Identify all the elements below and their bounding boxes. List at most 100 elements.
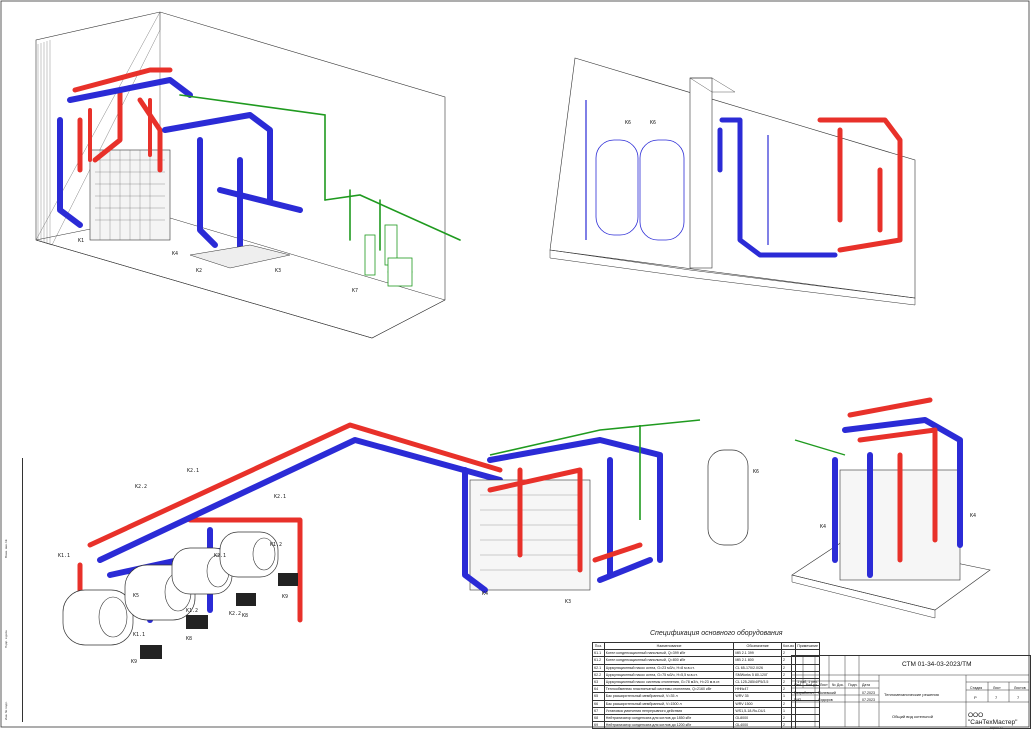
spec-cell-code: GL4000 [733, 721, 782, 730]
view-top-right [549, 57, 916, 306]
callout-k22-a: К2.2 [135, 484, 147, 490]
strip-label-sign-date: Подп. и дата [4, 630, 8, 648]
spec-cell-name: Котел конденсационный напольный, Q=800 к… [603, 656, 735, 665]
spec-cell-code: GL8000 [733, 713, 782, 723]
spec-cell-name: Циркуляционный насос котла, G=75 м3/ч, H… [603, 670, 735, 679]
callout-k3-center: К3 [565, 599, 571, 605]
callout-k7-top: К7 [352, 288, 358, 294]
stamp-stage-label: Стадия [970, 686, 983, 690]
view-bottom-left [62, 422, 503, 659]
boiler-4 [219, 531, 279, 578]
spec-cell-qty: 2 [780, 721, 797, 730]
spec-cell-code: WRV 35 [733, 692, 782, 701]
spec-cell-pos: К9 [592, 721, 605, 730]
spec-cell-code: SMWorks 5 80-120Г [733, 670, 782, 679]
left-approval-strip: Взам. инв. № Подп. и дата Инв. № подл. [0, 458, 23, 722]
stamp-date-gip: 07.2023 [862, 698, 875, 702]
spec-cell-code: WRV 1500 [733, 699, 782, 708]
supply-pipes-top-left-2 [88, 98, 152, 162]
strip-label-replace: Взам. инв. № [4, 539, 8, 558]
spec-cell-code: CL 125-285/4/P5/3.5 [733, 677, 782, 687]
spec-cell-pos: К2.1 [592, 663, 605, 672]
stamp-col-sign: Подп. [848, 683, 858, 687]
spec-cell-name: Циркуляционный насос системы отопления, … [603, 677, 735, 687]
callout-k6-a: К6 [625, 120, 631, 126]
spec-cell-name: Котел конденсационный напольный, Q=399 к… [603, 649, 735, 658]
spec-table: Поз. Наименование Обозначение Кол-во При… [592, 641, 820, 730]
view-bottom-center [462, 419, 749, 593]
stamp-doc-code: СТМ 01-34-03-2023/ТМ [902, 661, 972, 668]
heat-exchanger-top-left [89, 149, 171, 241]
callout-k8-b: К8 [242, 613, 248, 619]
spec-header-row: Поз. Наименование Обозначение Кол-во При… [592, 641, 820, 651]
spec-header-note: Примечание [795, 641, 820, 651]
stamp-sheets-label: Листов [1014, 686, 1026, 690]
return-pipes-top-left [57, 77, 303, 253]
spec-cell-name: Теплообменник пластинчатый системы отопл… [603, 685, 735, 694]
supply-pipes-top-left [72, 67, 173, 173]
stamp-col-change: Изм. [794, 683, 802, 687]
spec-cell-name: Бак расширительный мембранный, V=1500 л [603, 699, 735, 708]
callout-k6-center: К6 [753, 469, 759, 475]
callout-k2-top: К2 [196, 268, 202, 274]
callout-k21-c: К2.1 [214, 553, 226, 559]
stamp-section: Тепломеханические решения [884, 692, 939, 697]
spec-cell-pos: К6 [592, 699, 605, 708]
spec-cell-code: WS1,5-18-Ru-DU1 [733, 706, 782, 715]
spec-cell-pos: К2.2 [592, 670, 605, 679]
spec-cell-pos: К8 [592, 713, 605, 723]
callout-k12-a: К1.2 [270, 542, 282, 548]
expansion-tank-2 [639, 139, 685, 241]
spec-cell-name: Нейтрализатор конденсата для котлов до 1… [603, 721, 735, 730]
callout-k9-a: К9 [131, 659, 137, 665]
spec-cell-code: MB 2.1 399 [733, 649, 782, 658]
stamp-name-gip: Сидоров [818, 698, 833, 702]
spec-cell-pos: К7 [592, 706, 605, 715]
stamp-sheets: 7 [1017, 695, 1020, 700]
spec-cell-name: Бак расширительный мембранный, V=35 л [603, 692, 735, 701]
stamp-col-date: Дата [862, 683, 870, 687]
boiler-1 [62, 589, 134, 646]
spec-header-qty: Кол-во [780, 641, 797, 651]
title-block-grid [791, 655, 1029, 727]
spec-header-pos: Поз. [592, 641, 605, 651]
callout-k21-a: К2.1 [187, 468, 199, 474]
stamp-col-count: Кол.уч. [806, 683, 818, 687]
water-lines-top-left [179, 94, 461, 251]
stamp-sheet-title: Общий вид котельной [892, 714, 933, 719]
stamp-sheet-label: Лист [993, 686, 1001, 690]
callout-k5: К5 [133, 593, 139, 599]
spec-cell-pos: К1.1 [592, 649, 605, 658]
callout-k9-b: К9 [282, 594, 288, 600]
stamp-sheet: 7 [995, 695, 998, 700]
stamp-role-gip: ГИП [794, 698, 802, 702]
expansion-tank-bottom [707, 449, 749, 546]
view-top-left [35, 11, 461, 339]
spec-cell-pos: К4 [592, 685, 605, 694]
neutralizers [140, 573, 298, 659]
callout-k1-top: К1 [78, 238, 84, 244]
spec-cell-code: MB 2.1 800 [733, 656, 782, 665]
stamp-name-dev: Пилевский [818, 691, 836, 695]
callout-k21-b: К2.1 [274, 494, 286, 500]
callout-k11-a: К1.1 [58, 553, 70, 559]
callout-k4-right-b: К4 [970, 513, 976, 519]
stamp-col-sheet: Лист [820, 683, 828, 687]
callout-k6-b: К6 [650, 120, 656, 126]
strip-label-inventory: Инв. № подл. [4, 701, 8, 720]
callout-k22-b: К2.2 [229, 611, 241, 617]
callout-k4-top: К4 [172, 251, 178, 257]
stamp-company: ООО "СанТехМастер" [968, 712, 1018, 726]
view-bottom-right [791, 397, 991, 619]
softener-tanks [364, 224, 413, 287]
spec-cell-name: Установка умягчения непрерывного действи… [603, 706, 735, 715]
stamp-stage: Р [974, 695, 977, 700]
